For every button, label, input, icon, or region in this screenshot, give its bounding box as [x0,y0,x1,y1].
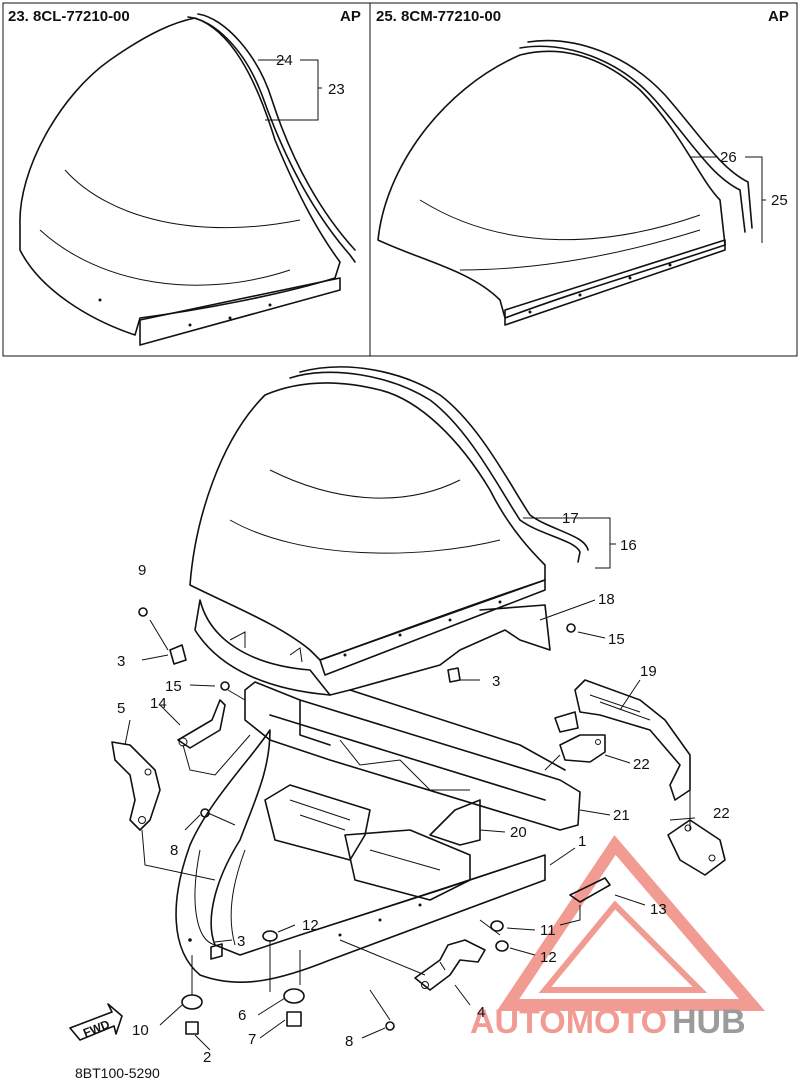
callout-12b: 12 [540,949,557,966]
fwd-label: FWD [81,1017,112,1040]
callout-3a: 3 [117,653,125,670]
label-23: 23 [328,81,345,98]
windscreen-23 [19,13,356,346]
bracket-22-upper [559,734,606,763]
lower-cowling-1 [175,729,546,984]
bracket-22-lower [667,819,726,876]
callout-21: 21 [613,807,630,824]
fwd-arrow-icon: FWD [69,1003,123,1041]
callout-9: 9 [138,562,146,579]
callout-5: 5 [117,700,125,717]
callout-3b: 3 [492,673,500,690]
label-24: 24 [276,52,293,69]
callout-labels: 17 16 18 15 9 3 3 15 14 5 19 22 22 21 20… [117,510,730,1066]
callout-16: 16 [620,537,637,554]
inset-left-title: 23. 8CL-77210-00 [8,8,130,25]
windscreen-25 [377,39,753,326]
callout-4: 4 [477,1004,485,1021]
diagram-code: 8BT100-5290 [75,1065,160,1081]
label-25: 25 [771,192,788,209]
callout-18: 18 [598,591,615,608]
callout-7: 7 [248,1031,256,1048]
inset-left-badge: AP [340,8,361,25]
callout-11: 11 [540,922,556,939]
callout-15b: 15 [165,678,182,695]
callout-20: 20 [510,824,527,841]
leader-lines-26-25 [690,156,766,243]
callout-12a: 12 [302,917,319,934]
callout-8b: 8 [345,1033,353,1050]
bracket-5 [111,741,161,831]
callout-2: 2 [203,1049,211,1066]
watermark-text-1: AUTOMOTO [470,1003,667,1041]
callout-8a: 8 [170,842,178,859]
callout-17: 17 [562,510,579,527]
leader-lines-24-23 [258,59,322,121]
bracket-4 [414,939,486,991]
callout-15a: 15 [608,631,625,648]
inner-panel [194,599,551,696]
label-26: 26 [720,149,737,166]
hardware [138,607,576,1035]
callout-10: 10 [132,1022,149,1039]
inset-frame-left [2,2,371,357]
meter-unit [264,784,471,901]
callout-14: 14 [150,695,167,712]
callout-6: 6 [238,1007,246,1024]
bracket-14 [177,699,226,749]
leader-lines-main [124,517,696,1051]
inset-right-title: 25. 8CM-77210-00 [376,8,501,25]
fairing-stay-21 [244,681,581,831]
watermark-text-2: HUB [672,1003,746,1041]
inset-frame-right [369,2,798,357]
windscreen-16 [189,366,589,676]
bracket-19 [554,679,691,801]
callout-13: 13 [650,901,667,918]
watermark-logo: AUTOMOTO HUB [470,835,766,1041]
callout-19: 19 [640,663,657,680]
bracket-13 [569,877,611,903]
callout-3c: 3 [237,933,245,950]
bracket-20 [429,799,481,846]
inset-right-badge: AP [768,8,789,25]
callout-22a: 22 [633,756,650,773]
callout-22b: 22 [713,805,730,822]
callout-1: 1 [578,833,586,850]
